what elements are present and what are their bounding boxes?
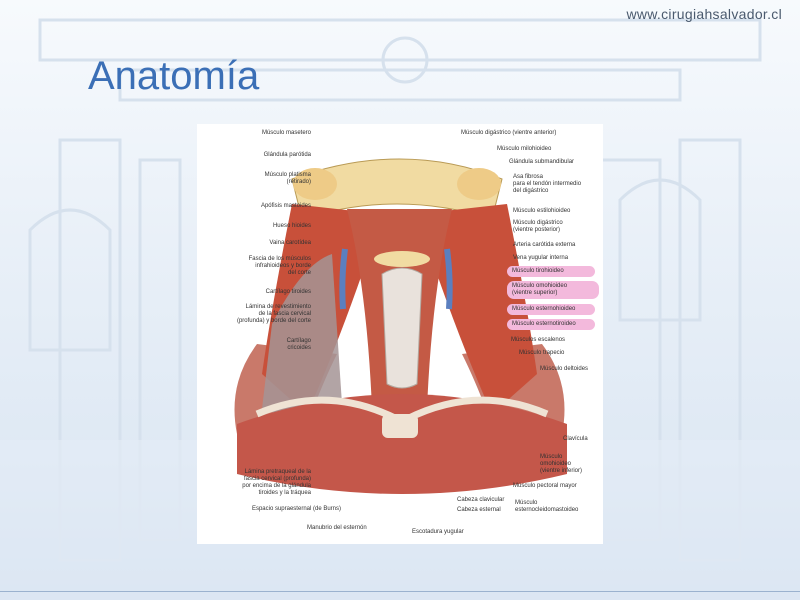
footer-divider bbox=[0, 591, 800, 592]
label-thyroid-cartilage: Cartílago tiroides bbox=[265, 289, 311, 295]
neck-muscles-drawing bbox=[234, 158, 567, 494]
label-omohyoid-inferior: Músculo omohioideo (vientre inferior) bbox=[540, 454, 583, 474]
label-stylohyoid: Músculo estilohioideo bbox=[513, 208, 571, 214]
label-manubrium: Manubrio del esternón bbox=[307, 525, 367, 531]
label-hyoid: Hueso hioides bbox=[272, 223, 311, 229]
label-pectoralis-major: Músculo pectoral mayor bbox=[513, 483, 577, 489]
label-sternocleidomastoid: Músculo esternocleidomastoideo bbox=[515, 500, 579, 513]
label-infrahyoid-fascia: Fascia de los músculos infrahioideos y b… bbox=[248, 256, 311, 276]
label-digastric-anterior: Músculo digástrico (vientre anterior) bbox=[461, 130, 557, 136]
label-investing-fascia: Lámina de revestimiento de la fascia cer… bbox=[236, 304, 311, 324]
label-omohyoid-superior: Músculo omohioideo (vientre superior) bbox=[507, 281, 599, 299]
label-suprasternal-space: Espacio supraesternal (de Burns) bbox=[251, 506, 341, 512]
label-carotid-sheath: Vaina carotídea bbox=[269, 240, 311, 246]
label-digastric-posterior: Músculo digástrico (vientre posterior) bbox=[513, 220, 563, 233]
label-parotid: Glándula parótida bbox=[263, 152, 311, 158]
website-url: www.cirugiahsalvador.cl bbox=[626, 6, 782, 22]
label-pretracheal-fascia: Lámina pretraqueal de la fascia cervical… bbox=[242, 469, 311, 496]
label-mastoid: Apófisis mastoides bbox=[260, 203, 311, 209]
label-clavicle: Clavícula bbox=[563, 436, 588, 442]
label-platysma: Músculo platisma (retirado) bbox=[264, 172, 311, 185]
label-internal-jugular: Vena yugular interna bbox=[513, 255, 569, 261]
label-thyrohyoid: Músculo tirohioideo bbox=[507, 266, 595, 277]
neck-anatomy-illustration: Músculo masetero Glándula parótida Múscu… bbox=[197, 124, 603, 544]
label-mylohyoid: Músculo milohioideo bbox=[497, 146, 552, 152]
label-sternothyroid: Músculo esternotiroideo bbox=[507, 319, 595, 330]
label-external-carotid: Arteria carótida externa bbox=[513, 242, 576, 248]
label-submandibular: Glándula submandibular bbox=[509, 159, 575, 165]
slide-title: Anatomía bbox=[88, 54, 260, 98]
label-trapezius: Músculo trapecio bbox=[519, 350, 565, 356]
label-sternal-head: Cabeza esternal bbox=[457, 507, 501, 513]
label-sternohyoid: Músculo esternohioideo bbox=[507, 304, 595, 315]
label-jugular-notch: Escotadura yugular bbox=[412, 529, 464, 535]
label-cricoid: Cartílago cricoides bbox=[286, 338, 311, 351]
label-deltoid: Músculo deltoides bbox=[540, 366, 589, 372]
label-scalenes: Músculos escalenos bbox=[511, 337, 566, 343]
label-clavicular-head: Cabeza clavicular bbox=[457, 497, 505, 503]
label-fibrous-loop: Asa fibrosa para el tendón intermedio de… bbox=[513, 174, 582, 194]
label-masseter: Músculo masetero bbox=[261, 130, 311, 136]
